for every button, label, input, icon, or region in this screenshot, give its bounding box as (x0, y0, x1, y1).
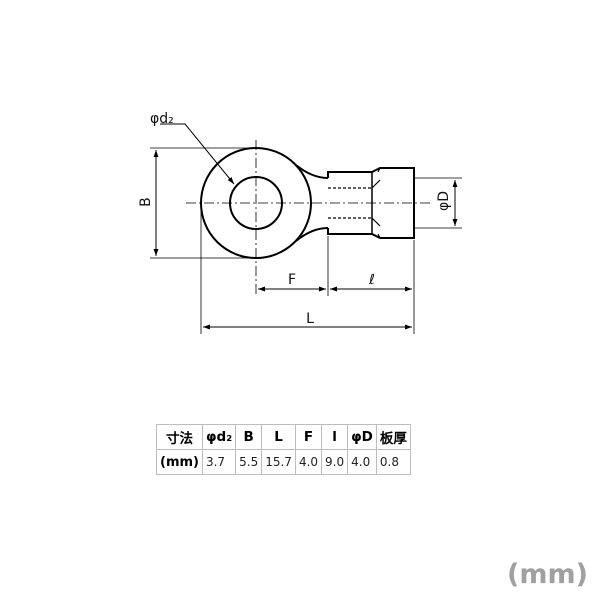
unit-caption: (mm) (507, 559, 588, 590)
value-sleeve-diameter: 4.0 (347, 449, 377, 475)
label-total-length: L (306, 311, 314, 327)
dimension-labels: φd₂ B φD F ℓ L (138, 111, 452, 327)
sleeve-bore-cone (371, 179, 381, 227)
dim-d2-leader (160, 123, 235, 185)
value-hole-diameter: 3.7 (201, 449, 237, 475)
header-sleeve-length: l (321, 424, 349, 450)
dimension-lines (153, 123, 458, 330)
sleeve-outline (327, 167, 415, 239)
header-b: B (235, 424, 263, 450)
header-dimension: 寸法 (156, 424, 203, 450)
terminal-neck-top (295, 164, 329, 179)
header-sleeve-diameter: φD (347, 424, 377, 450)
header-l: L (261, 424, 296, 450)
header-thickness: 板厚 (375, 424, 411, 450)
value-sleeve-length: 9.0 (321, 449, 349, 475)
terminal-neck-bottom (295, 227, 329, 242)
label-sleeve-diameter: φD (436, 191, 452, 211)
value-f: 4.0 (294, 449, 323, 475)
header-hole-diameter: φd₂ (201, 424, 237, 450)
centerlines (186, 140, 430, 296)
label-width-b: B (138, 197, 154, 207)
label-sleeve-length: ℓ (368, 272, 375, 288)
extension-lines (150, 147, 462, 334)
spec-table-value-row: (mm) 3.7 5.5 15.7 4.0 9.0 4.0 0.8 (156, 449, 411, 475)
label-hole-diameter: φd₂ (150, 111, 174, 127)
value-unit: (mm) (156, 449, 203, 475)
spec-table-header-row: 寸法 φd₂ B L F l φD 板厚 (156, 424, 411, 450)
value-b: 5.5 (235, 449, 263, 475)
label-offset-f: F (288, 272, 296, 288)
value-l: 15.7 (261, 449, 296, 475)
spec-table: 寸法 φd₂ B L F l φD 板厚 (mm) 3.7 5.5 15.7 4… (156, 424, 411, 475)
sleeve-inner-taper (377, 167, 381, 239)
value-thickness: 0.8 (375, 449, 411, 475)
header-f: F (294, 424, 323, 450)
